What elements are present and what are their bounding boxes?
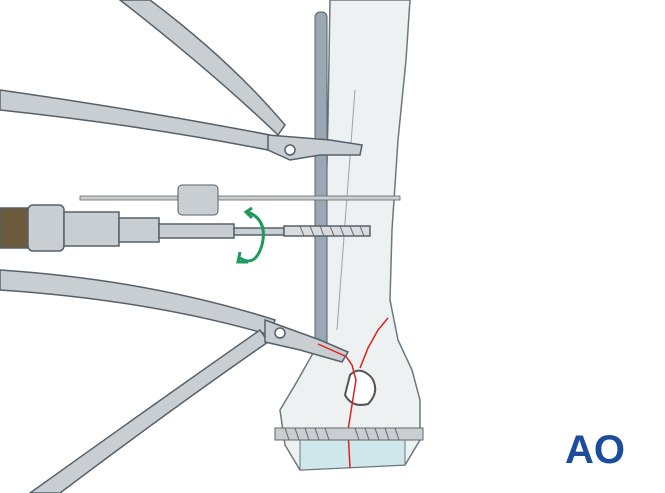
bone-plate xyxy=(314,11,328,353)
ao-logo-icon: AO xyxy=(565,428,625,472)
rotation-arrow-icon xyxy=(236,206,265,264)
upper-reduction-forceps xyxy=(0,0,363,161)
screwdriver xyxy=(0,204,371,252)
kirschner-wire xyxy=(79,184,401,216)
distal-screw xyxy=(274,427,424,441)
logo-text: AO xyxy=(565,428,625,472)
lower-reduction-forceps xyxy=(0,269,350,493)
